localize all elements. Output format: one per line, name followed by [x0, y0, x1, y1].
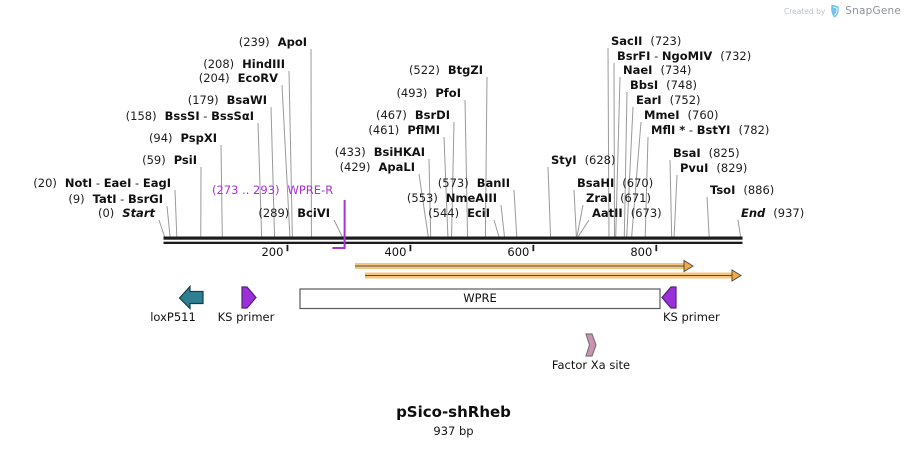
site-label-bsihkai[interactable]: (433)BsiHKAI: [334, 145, 425, 159]
site-label-apoi[interactable]: (239)ApoI: [238, 35, 307, 49]
site-connector-naei: [615, 76, 621, 237]
snapgene-watermark: Created by SnapGene: [784, 4, 901, 18]
site-label-end[interactable]: End(937): [741, 206, 805, 220]
site-connector-pvui: [673, 174, 678, 237]
feature-label-factor-xa-site: Factor Xa site: [551, 358, 631, 372]
site-connector-banii: [513, 189, 518, 237]
site-connector-tsoi: [706, 196, 710, 237]
site-connector-hindiii: [288, 70, 293, 237]
site-label-bbsi[interactable]: BbsI(748): [630, 78, 698, 92]
site-label-hindiii[interactable]: (208)HindIII: [203, 57, 285, 71]
site-connector-ecii: [493, 219, 500, 237]
site-connector-bsai: [669, 159, 673, 237]
site-label-pspxi[interactable]: (94)PspXI: [148, 131, 217, 145]
ruler-number-400: 400: [384, 245, 407, 259]
site-connector-end: [737, 219, 741, 237]
site-label-aatii[interactable]: AatII(673): [592, 206, 662, 220]
site-label-naei[interactable]: NaeI(734): [623, 63, 692, 77]
site-label-pvui[interactable]: PvuI(829): [680, 161, 748, 175]
feature-box-wpre[interactable]: [299, 288, 661, 310]
site-connector-zrai: [576, 204, 584, 237]
site-connector-mfli: [644, 136, 649, 237]
sequence-line-top: [163, 236, 743, 240]
site-connector-bcivi: [333, 219, 343, 237]
wpre-r-primer-annotation[interactable]: [332, 200, 346, 249]
site-connector-bsahi: [573, 189, 577, 237]
site-label-mmei[interactable]: MmeI(760): [644, 108, 719, 122]
site-connector-bsssi: [257, 122, 263, 237]
site-label-bsssi[interactable]: (158)BssSI - BssSαI: [125, 109, 254, 123]
site-label-bsrfi[interactable]: BsrFI - NgoMIV(732): [617, 49, 752, 63]
site-connector-tati: [166, 205, 171, 237]
site-connector-eari: [626, 106, 634, 237]
site-connector-noti: [174, 189, 178, 237]
site-connector-aatii: [577, 219, 590, 237]
site-label-mfli[interactable]: MflI * - BstYI(782): [651, 123, 770, 137]
site-connector-apali: [418, 173, 429, 237]
site-connector-nmeaiii: [500, 204, 505, 237]
site-connector-start: [158, 219, 165, 237]
site-label-apali[interactable]: (429)ApaLI: [339, 160, 415, 174]
site-connector-sacii: [607, 47, 610, 237]
watermark-created-by: Created by: [784, 6, 826, 16]
site-label-pfoi[interactable]: (493)PfoI: [396, 86, 461, 100]
orf-arrowhead-1: [683, 259, 694, 273]
site-label-sacii[interactable]: SacII(723): [611, 34, 682, 48]
feature-shape-ks-primer[interactable]: [661, 286, 677, 309]
wpre-r-primer-label[interactable]: (273 .. 293)WPRE-R: [212, 183, 334, 197]
site-connector-pflmi: [443, 136, 449, 237]
plasmid-name: pSico-shRheb: [396, 403, 511, 421]
site-label-ecii[interactable]: (544)EciI: [428, 206, 490, 220]
site-label-bsawi[interactable]: (179)BsaWI: [187, 93, 267, 107]
site-label-bsahi[interactable]: BsaHI(670): [577, 176, 654, 190]
site-connector-bsawi: [270, 106, 276, 237]
ruler-number-200: 200: [261, 245, 284, 259]
feature-label-loxp511: loxP511: [150, 310, 196, 324]
site-connector-bsihkai: [428, 158, 432, 237]
site-label-btgzi[interactable]: (522)BtgZI: [408, 63, 483, 77]
site-label-banii[interactable]: (573)BanII: [437, 176, 510, 190]
feature-shape-loxp511[interactable]: [178, 284, 204, 310]
site-connector-bbsi: [623, 91, 628, 237]
site-connector-pspxi: [220, 144, 223, 237]
site-label-tati[interactable]: (9)TatI - BsrGI: [68, 192, 163, 206]
feature-label-ks-primer: KS primer: [217, 310, 275, 324]
site-label-zrai[interactable]: ZraI(671): [586, 191, 651, 205]
feature-shape-factor-xa-site[interactable]: [585, 333, 597, 357]
feature-shape-ks-primer[interactable]: [241, 286, 257, 309]
site-label-bcivi[interactable]: (289)BciVI: [258, 206, 330, 220]
site-connector-pfoi: [464, 99, 469, 237]
site-connector-styi: [547, 166, 552, 237]
title-block: pSico-shRheb 937 bp: [0, 403, 907, 438]
snapgene-logo-icon: [831, 4, 840, 18]
site-label-start[interactable]: (0)Start: [97, 206, 155, 220]
site-label-noti[interactable]: (20)NotI - EaeI - EagI: [33, 176, 171, 190]
site-connector-mmei: [631, 121, 642, 237]
ruler-number-600: 600: [507, 245, 530, 259]
site-label-pflmi[interactable]: (461)PflMI: [368, 123, 440, 137]
sequence-line-bottom: [163, 241, 743, 244]
site-label-eari[interactable]: EarI(752): [636, 93, 701, 107]
site-label-bsai[interactable]: BsaI(825): [673, 146, 740, 160]
ruler-number-800: 800: [630, 245, 653, 259]
site-label-psii[interactable]: (59)PsiI: [142, 153, 197, 167]
feature-label-ks-primer: KS primer: [663, 310, 720, 324]
site-label-bsrdi[interactable]: (467)BsrDI: [375, 108, 450, 122]
site-label-tsoi[interactable]: TsoI(886): [710, 183, 775, 197]
feature-label-wpre: WPRE: [463, 291, 497, 305]
site-label-styi[interactable]: StyI(628): [551, 153, 616, 167]
watermark-brand: SnapGene: [845, 5, 901, 17]
plasmid-length: 937 bp: [433, 424, 474, 438]
site-connector-ecorv: [281, 84, 291, 237]
site-connector-btgzi: [484, 76, 488, 237]
site-label-ecorv[interactable]: (204)EcoRV: [198, 71, 278, 85]
site-connector-bsrdi: [451, 121, 455, 237]
orf-arrowhead-2: [731, 269, 742, 282]
site-label-nmeaiii[interactable]: (553)NmeAIII: [406, 191, 497, 205]
